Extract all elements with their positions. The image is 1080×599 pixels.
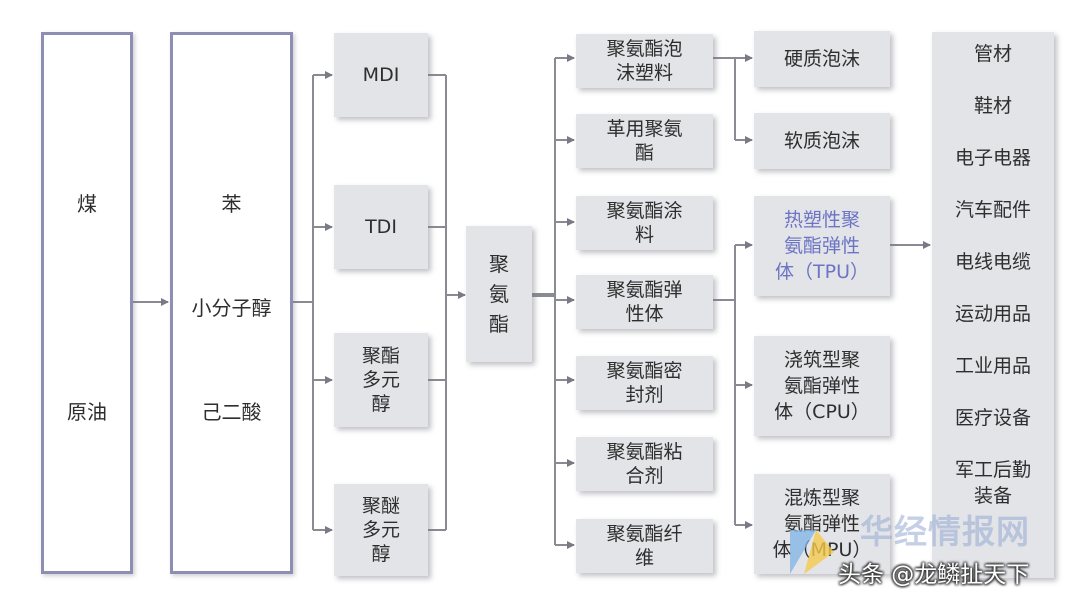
raw-crude-oil: 原油	[67, 400, 107, 424]
node-polyether-polyol-line1: 聚醚	[361, 495, 400, 517]
node-tpu-line1: 热塑性聚	[783, 209, 860, 231]
node-pu-elastomer-line2: 性体	[625, 303, 664, 325]
node-pu-sealant: 聚氨酯密封剂	[576, 356, 713, 410]
app-medical-devices: 医疗设备	[954, 407, 1031, 429]
node-mpu-line2: 氨酯弹性	[783, 513, 860, 535]
node-pu-coating: 聚氨酯涂料	[576, 196, 713, 250]
node-soft-foam-label: 软质泡沫	[783, 130, 860, 152]
node-pu-elastomer-line1: 聚氨酯弹	[606, 279, 683, 301]
raw-coal: 煤	[77, 192, 97, 216]
node-rigid-foam-label: 硬质泡沫	[783, 48, 860, 70]
app-electronics: 电子电器	[954, 147, 1031, 169]
watermark-text: 华经情报网	[860, 512, 1030, 551]
node-pu-coating-line2: 料	[634, 224, 654, 246]
node-cpu: 浇筑型聚 氨酯弹性 体（CPU）	[754, 336, 890, 436]
node-pu-adhesive: 聚氨酯粘合剂	[576, 437, 713, 491]
node-mpu-line1: 混炼型聚	[783, 487, 860, 509]
app-footwear: 鞋材	[973, 95, 1012, 117]
app-equipment: 装备	[973, 485, 1012, 507]
app-industrial-goods: 工业用品	[954, 355, 1031, 377]
app-sporting-goods: 运动用品	[954, 303, 1031, 325]
node-polyether-polyol: 聚醚 多元 醇	[334, 484, 428, 576]
app-wires-cables: 电线电缆	[954, 251, 1031, 273]
node-pu-foam-plastic-line1: 聚氨酯泡	[606, 38, 683, 60]
raw-small-alcohol: 小分子醇	[191, 296, 272, 320]
applications-list: 管材 鞋材 电子电器 汽车配件 电线电缆 运动用品 工业用品 医疗设备 军工后勤…	[932, 32, 1054, 578]
node-pu-sealant-line2: 封剂	[625, 384, 664, 406]
node-soft-foam: 软质泡沫	[754, 113, 890, 169]
node-pu-foam-plastic-line2: 沫塑料	[615, 62, 673, 84]
node-mdi: MDI	[334, 33, 428, 117]
node-polyester-polyol-line2: 多元	[361, 369, 400, 391]
node-pu-elastomer: 聚氨酯弹性体	[576, 275, 713, 329]
app-pipes: 管材	[973, 43, 1012, 65]
node-polyurethane-line2: 氨	[489, 282, 509, 306]
raw-material-column-1: 煤 原油	[41, 32, 133, 574]
credit-text: 头条 @龙鳞扯天下	[838, 562, 1030, 588]
app-military-logistics: 军工后勤	[954, 459, 1031, 481]
node-leather-pu: 革用聚氨酯	[576, 114, 713, 168]
node-pu-adhesive-line2: 合剂	[625, 465, 664, 487]
node-polyurethane-line3: 酯	[489, 312, 509, 336]
node-polyester-polyol: 聚酯 多元 醇	[334, 333, 428, 427]
watermark-logo-icon	[790, 530, 834, 574]
raw-adipic-acid: 己二酸	[201, 400, 262, 424]
node-polyester-polyol-line3: 醇	[371, 393, 391, 415]
node-mdi-label: MDI	[362, 64, 400, 86]
node-pu-fiber-line2: 维	[634, 547, 654, 569]
raw-material-column-2: 苯 小分子醇 己二酸	[170, 32, 293, 574]
node-cpu-line2: 氨酯弹性	[783, 375, 860, 397]
node-pu-fiber-line1: 聚氨酯纤	[606, 523, 683, 545]
app-auto-parts: 汽车配件	[954, 199, 1031, 221]
node-polyether-polyol-line2: 多元	[361, 519, 400, 541]
node-polyurethane: 聚 氨 酯	[466, 226, 532, 362]
node-tpu-line2: 氨酯弹性	[783, 235, 860, 257]
node-pu-fiber: 聚氨酯纤维	[576, 519, 713, 573]
node-leather-pu-line1: 革用聚氨	[606, 118, 683, 140]
node-leather-pu-line2: 酯	[634, 142, 654, 164]
node-tpu: 热塑性聚 氨酯弹性 体（TPU）	[754, 196, 890, 296]
node-polyester-polyol-line1: 聚酯	[361, 345, 400, 367]
node-cpu-line1: 浇筑型聚	[783, 349, 860, 371]
node-tdi-label: TDI	[365, 216, 397, 238]
raw-benzene: 苯	[221, 192, 242, 216]
node-tpu-line3: 体（TPU）	[775, 261, 869, 283]
node-tdi: TDI	[334, 185, 428, 269]
node-pu-coating-line1: 聚氨酯涂	[606, 200, 683, 222]
node-pu-sealant-line1: 聚氨酯密	[606, 360, 683, 382]
node-cpu-line3: 体（CPU）	[774, 401, 870, 423]
node-polyether-polyol-line3: 醇	[371, 543, 391, 565]
node-pu-foam-plastic: 聚氨酯泡沫塑料	[576, 34, 713, 88]
node-pu-adhesive-line1: 聚氨酯粘	[606, 441, 683, 463]
node-polyurethane-line1: 聚	[489, 252, 509, 276]
node-rigid-foam: 硬质泡沫	[754, 31, 890, 87]
